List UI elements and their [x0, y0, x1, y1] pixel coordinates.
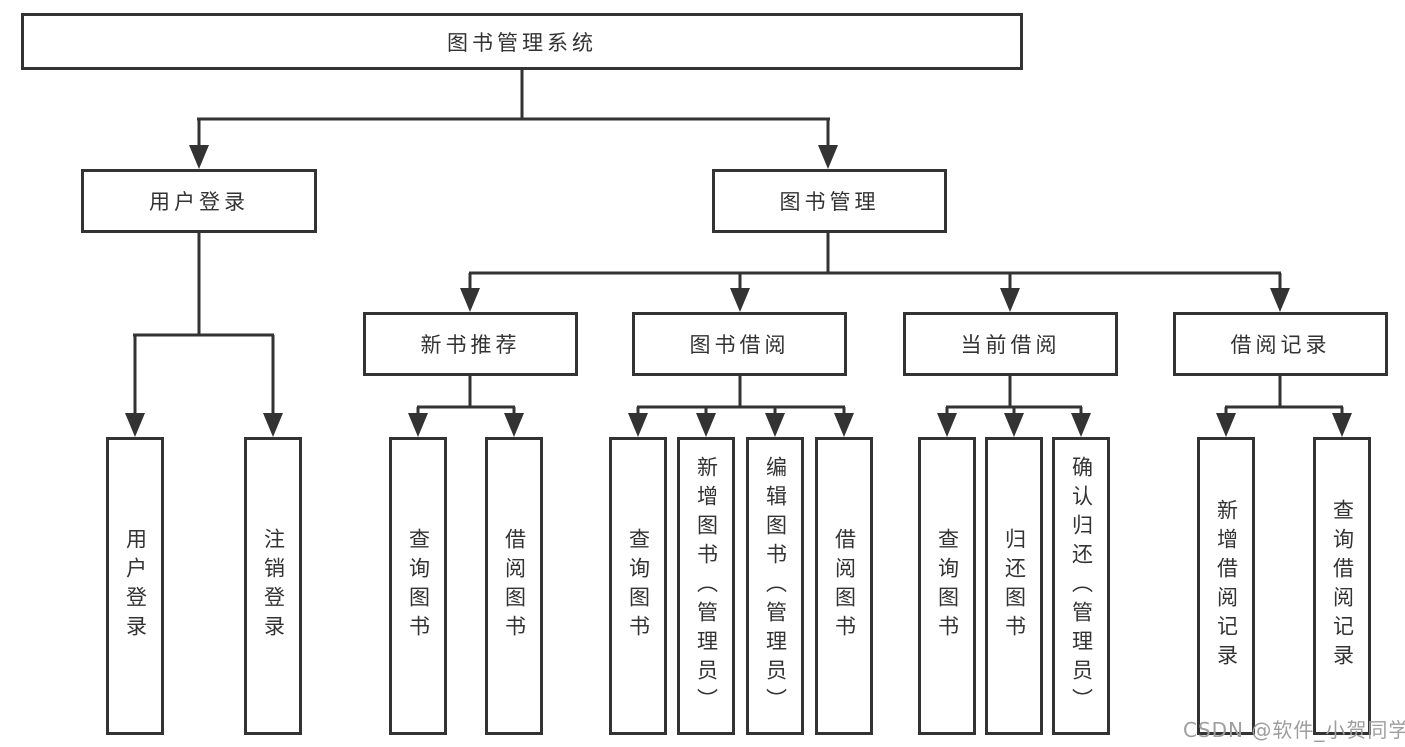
leaf-logout: 注销登录: [244, 437, 302, 735]
node-new-book-recommendation: 新书推荐: [363, 312, 578, 376]
leaf-query-books-current: 查询图书: [918, 437, 976, 735]
node-current-borrowing: 当前借阅: [903, 312, 1118, 376]
leaf-borrow-books-recommend: 借阅图书: [485, 437, 543, 735]
leaf-borrow-books-borrow: 借阅图书: [815, 437, 873, 735]
leaf-add-borrow-record: 新增借阅记录: [1197, 437, 1255, 735]
leaf-edit-book-admin: 编辑图书（管理员）: [746, 437, 804, 735]
leaf-query-books-recommend: 查询图书: [389, 437, 447, 735]
leaf-add-book-admin: 新增图书（管理员）: [677, 437, 735, 735]
leaf-query-books-borrow: 查询图书: [609, 437, 667, 735]
node-borrowing-records: 借阅记录: [1173, 312, 1388, 376]
leaf-query-borrow-record: 查询借阅记录: [1313, 437, 1371, 735]
down-arrow-icons: [125, 145, 1352, 437]
leaf-user-login: 用户登录: [106, 437, 164, 735]
node-book-borrowing: 图书借阅: [632, 312, 847, 376]
watermark: CSDN @软件_小贺同学: [1183, 718, 1405, 742]
node-user-login: 用户登录: [81, 169, 317, 233]
node-library-management-system: 图书管理系统: [21, 13, 1023, 70]
node-book-management: 图书管理: [712, 169, 947, 233]
leaf-return-books: 归还图书: [985, 437, 1043, 735]
leaf-confirm-return-admin: 确认归还（管理员）: [1052, 437, 1110, 735]
